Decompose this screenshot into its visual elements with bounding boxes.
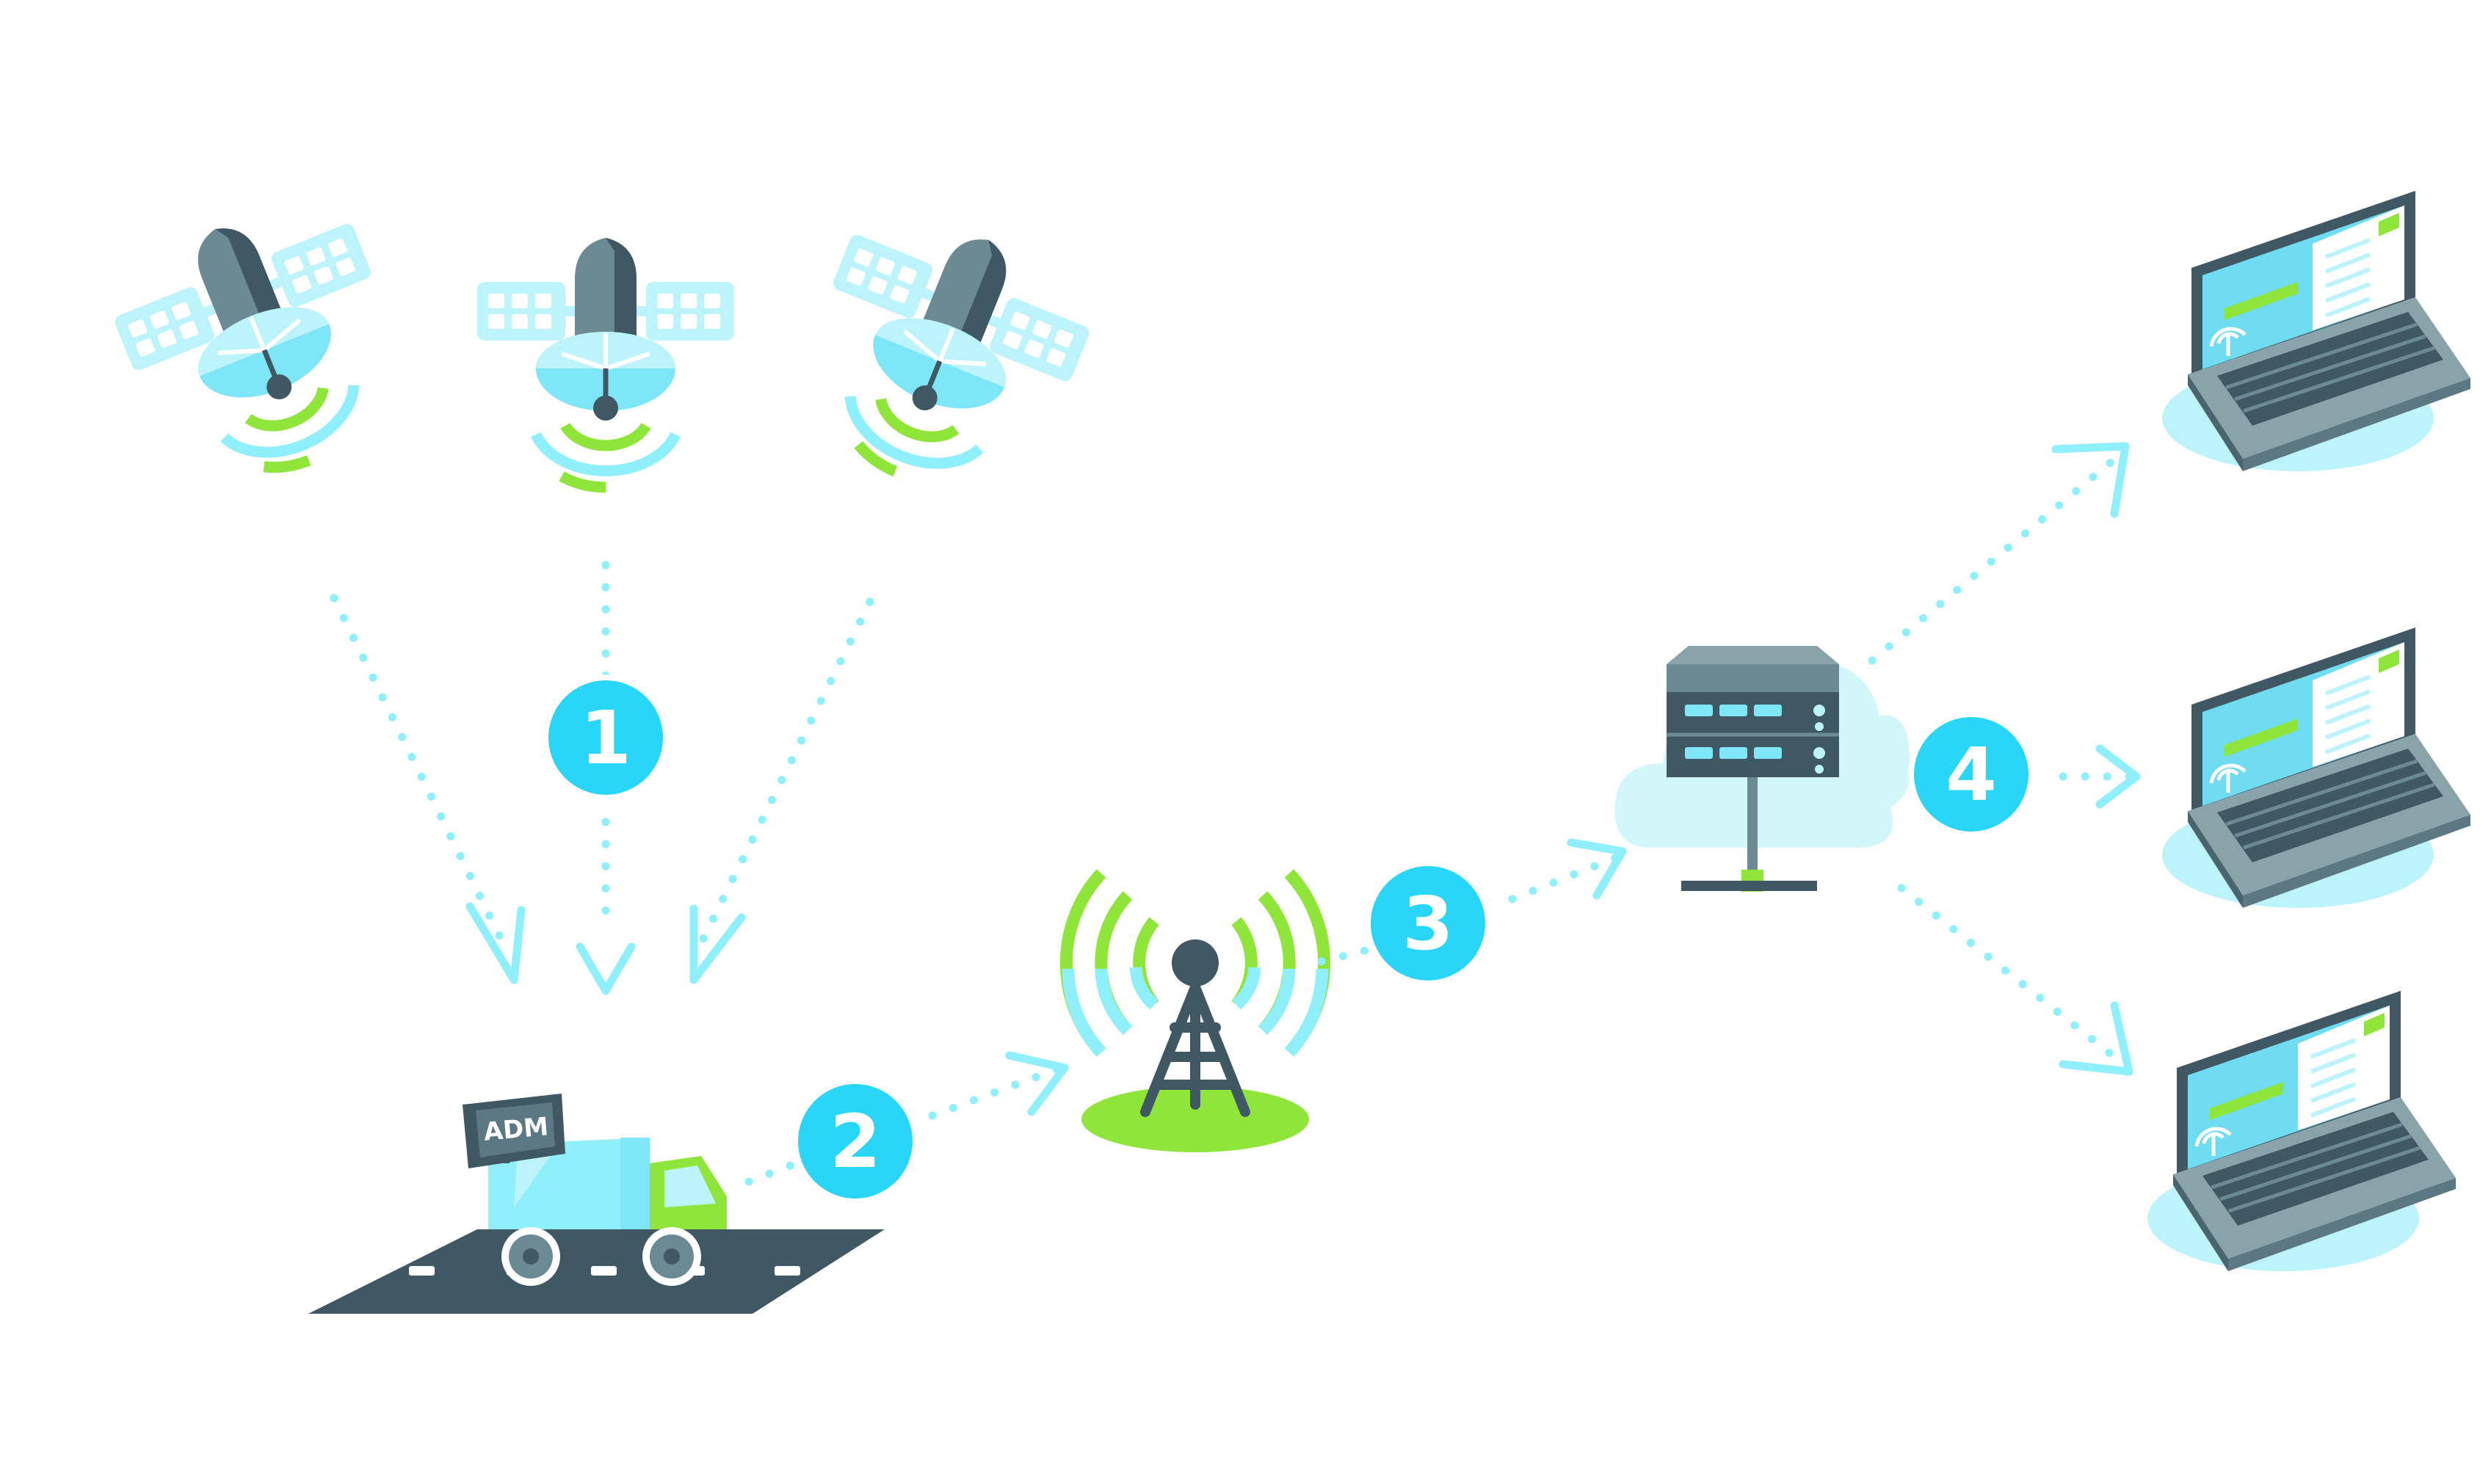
step-label: 4	[1946, 732, 1997, 818]
step-badge-1: 1	[543, 674, 669, 801]
step-badge-2: 2	[792, 1078, 918, 1204]
truck-icon: ADM	[308, 1094, 885, 1314]
flow-tower-to-cloud	[1317, 838, 1627, 966]
satellite-icon	[776, 192, 1108, 519]
laptop-icon	[2147, 991, 2456, 1271]
step-label: 1	[580, 695, 631, 781]
flow-cloud-to-laptops	[1868, 442, 2141, 1076]
step-badge-4: 4	[1908, 711, 2034, 837]
flow-satellites-to-truck	[330, 561, 874, 995]
truck-sign-label: ADM	[482, 1112, 550, 1147]
cell-tower-icon	[1059, 869, 1331, 1152]
cloud-server-icon	[1614, 646, 1911, 892]
satellite-icon	[96, 181, 428, 508]
satellite-icon	[477, 238, 734, 487]
step-badge-3: 3	[1365, 860, 1491, 986]
flow-truck-to-tower	[744, 1051, 1069, 1186]
laptop-icon	[2162, 628, 2470, 908]
laptop-icon	[2162, 191, 2470, 471]
step-label: 2	[830, 1099, 881, 1185]
step-label: 3	[1402, 881, 1454, 967]
